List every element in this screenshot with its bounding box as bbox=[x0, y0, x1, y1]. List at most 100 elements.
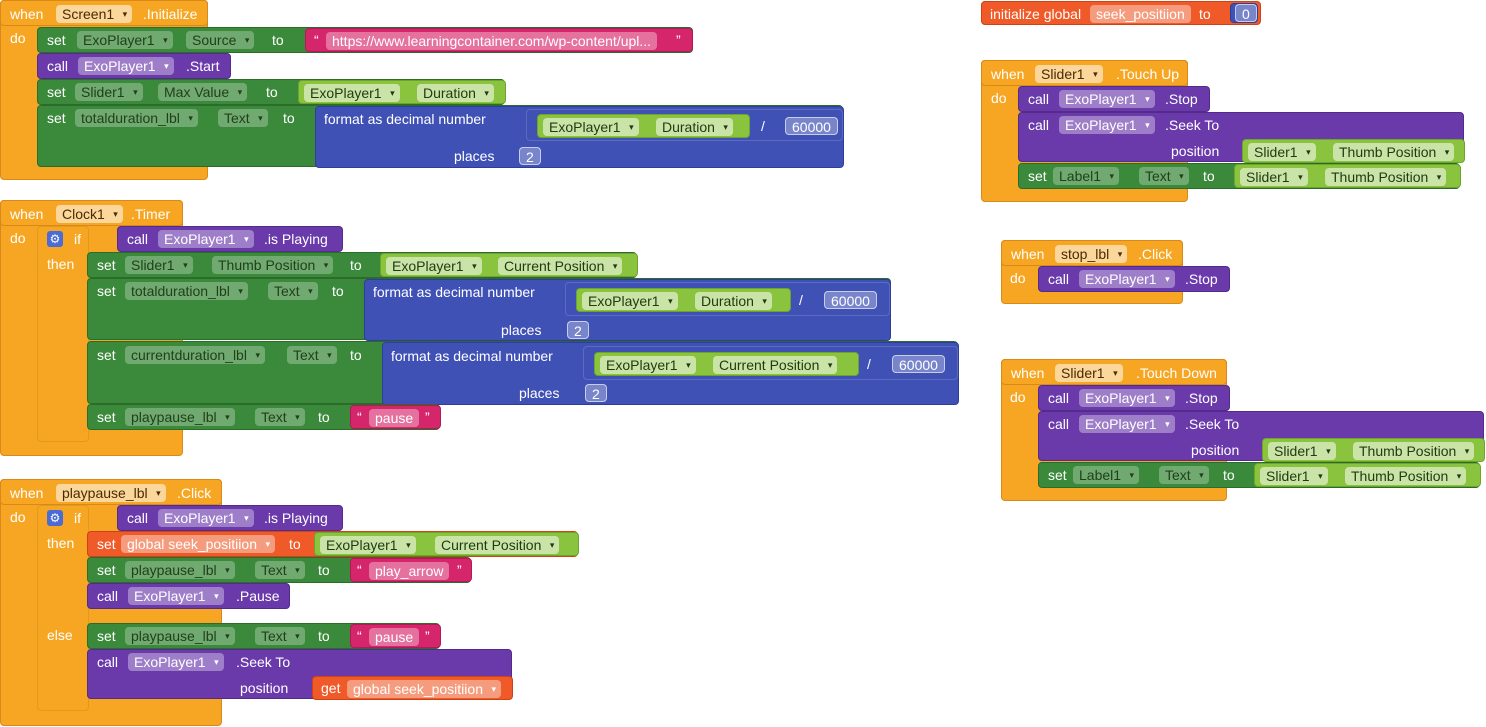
property-dropdown[interactable]: Thumb Position▾ bbox=[1333, 143, 1455, 161]
number-block[interactable]: 60000 bbox=[785, 117, 838, 135]
component-dropdown[interactable]: ExoPlayer1▾ bbox=[128, 587, 224, 605]
call-stop-block[interactable]: call ExoPlayer1▾ .Stop bbox=[1018, 86, 1210, 112]
component-dropdown[interactable]: ExoPlayer1▾ bbox=[386, 257, 482, 275]
component-dropdown[interactable]: Slider1▾ bbox=[1240, 168, 1308, 186]
string-value[interactable]: pause bbox=[369, 628, 420, 646]
set-source-block[interactable]: set ExoPlayer1▾ Source▾ to “ https://www… bbox=[37, 27, 693, 53]
text-string-block[interactable]: “ pause ” bbox=[350, 405, 441, 429]
text-string-block[interactable]: “ play_arrow ” bbox=[350, 558, 472, 582]
string-value[interactable]: play_arrow bbox=[369, 562, 450, 580]
format-decimal-block[interactable]: format as decimal number ExoPlayer1▾ Dur… bbox=[315, 106, 844, 168]
property-dropdown[interactable]: Thumb Position▾ bbox=[1345, 467, 1467, 485]
call-pause-block[interactable]: call ExoPlayer1▾ .Pause bbox=[87, 583, 290, 609]
component-dropdown[interactable]: Slider1▾ bbox=[1055, 364, 1123, 382]
component-dropdown[interactable]: Screen1▾ bbox=[56, 5, 133, 23]
component-dropdown[interactable]: ExoPlayer1▾ bbox=[1059, 116, 1155, 134]
component-dropdown[interactable]: Slider1▾ bbox=[1268, 442, 1336, 460]
property-dropdown[interactable]: Current Position▾ bbox=[435, 536, 560, 554]
format-decimal-block[interactable]: format as decimal number ExoPlayer1▾ Cur… bbox=[382, 342, 959, 405]
component-dropdown[interactable]: ExoPlayer1▾ bbox=[1079, 389, 1175, 407]
property-dropdown[interactable]: Current Position▾ bbox=[498, 257, 623, 275]
getter-block[interactable]: ExoPlayer1▾ Duration▾ bbox=[298, 80, 506, 104]
component-dropdown[interactable]: ExoPlayer1▾ bbox=[320, 536, 416, 554]
number-block[interactable]: 2 bbox=[519, 147, 541, 165]
if-block[interactable] bbox=[37, 226, 89, 442]
set-totalduration-text-block[interactable]: set totalduration_lbl▾ Text▾ to format a… bbox=[37, 105, 844, 168]
set-label-text-block[interactable]: set Label1▾ Text▾ to Slider1▾ Thumb Posi… bbox=[1018, 163, 1461, 189]
set-playpause-text-block[interactable]: set playpause_lbl▾ Text▾ to “ pause ” bbox=[87, 404, 441, 430]
property-dropdown[interactable]: Current Position▾ bbox=[713, 356, 838, 374]
event-header[interactable]: when Slider1▾ .Touch Down bbox=[1001, 359, 1227, 385]
property-dropdown[interactable]: Text▾ bbox=[255, 627, 305, 645]
component-dropdown[interactable]: ExoPlayer1▾ bbox=[1079, 415, 1175, 433]
string-value[interactable]: pause bbox=[369, 409, 420, 427]
getter-block[interactable]: ExoPlayer1▾ Current Position▾ bbox=[314, 532, 579, 556]
property-dropdown[interactable]: Duration▾ bbox=[695, 292, 772, 310]
property-dropdown[interactable]: Text▾ bbox=[1159, 466, 1209, 484]
event-header[interactable]: when Clock1▾ .Timer bbox=[0, 200, 183, 226]
call-start-block[interactable]: call ExoPlayer1▾ .Start bbox=[37, 53, 231, 79]
component-dropdown[interactable]: currentduration_lbl▾ bbox=[125, 346, 265, 364]
component-dropdown[interactable]: playpause_lbl▾ bbox=[56, 484, 166, 502]
call-stop-block[interactable]: call ExoPlayer1▾ .Stop bbox=[1038, 385, 1230, 411]
component-dropdown[interactable]: totalduration_lbl▾ bbox=[125, 282, 248, 300]
text-string-block[interactable]: “ https://www.learningcontainer.com/wp-c… bbox=[305, 28, 693, 52]
set-label-text-block[interactable]: set Label1▾ Text▾ to Slider1▾ Thumb Posi… bbox=[1038, 462, 1481, 488]
getter-block[interactable]: Slider1▾ Thumb Position▾ bbox=[1242, 139, 1465, 163]
call-seek-to-block[interactable]: call ExoPlayer1▾ .Seek To position Slide… bbox=[1038, 411, 1485, 462]
component-dropdown[interactable]: Slider1▾ bbox=[1260, 467, 1328, 485]
property-dropdown[interactable]: Text▾ bbox=[287, 346, 337, 364]
component-dropdown[interactable]: Slider1▾ bbox=[1248, 143, 1316, 161]
property-dropdown[interactable]: Thumb Position▾ bbox=[212, 256, 334, 274]
gear-icon[interactable]: ⚙ bbox=[47, 231, 63, 247]
component-dropdown[interactable]: totalduration_lbl▾ bbox=[75, 109, 198, 127]
property-dropdown[interactable]: Source▾ bbox=[186, 31, 255, 49]
number-block[interactable]: 60000 bbox=[892, 355, 945, 373]
component-dropdown[interactable]: ExoPlayer1▾ bbox=[543, 118, 639, 136]
variable-name-field[interactable]: seek_positiion bbox=[1090, 5, 1191, 23]
set-max-value-block[interactable]: set Slider1▾ Max Value▾ to ExoPlayer1▾ D… bbox=[37, 79, 506, 105]
property-dropdown[interactable]: Text▾ bbox=[1139, 167, 1189, 185]
divide-block[interactable]: ExoPlayer1▾ Current Position▾ / 60000 bbox=[583, 346, 958, 380]
component-dropdown[interactable]: Slider1▾ bbox=[75, 83, 143, 101]
property-dropdown[interactable]: Duration▾ bbox=[417, 84, 494, 102]
getter-block[interactable]: Slider1▾ Thumb Position▾ bbox=[1262, 438, 1485, 462]
component-dropdown[interactable]: Label1▾ bbox=[1073, 466, 1140, 484]
property-dropdown[interactable]: Max Value▾ bbox=[158, 83, 248, 101]
number-block[interactable]: 2 bbox=[585, 384, 607, 402]
set-playpause-text-block[interactable]: set playpause_lbl▾ Text▾ to “ play_arrow… bbox=[87, 557, 472, 583]
event-header[interactable]: when stop_lbl▾ .Click bbox=[1001, 240, 1183, 266]
call-seek-to-block[interactable]: call ExoPlayer1▾ .Seek To position get g… bbox=[87, 649, 513, 700]
call-stop-block[interactable]: call ExoPlayer1▾ .Stop bbox=[1038, 266, 1230, 292]
divide-block[interactable]: ExoPlayer1▾ Duration▾ / 60000 bbox=[526, 109, 843, 141]
text-string-block[interactable]: “ pause ” bbox=[350, 624, 441, 648]
component-dropdown[interactable]: ExoPlayer1▾ bbox=[158, 509, 254, 527]
property-dropdown[interactable]: Duration▾ bbox=[656, 118, 733, 136]
number-block[interactable]: 2 bbox=[567, 321, 589, 339]
number-block[interactable]: 0 bbox=[1230, 3, 1258, 23]
getter-block[interactable]: Slider1▾ Thumb Position▾ bbox=[1234, 164, 1461, 188]
format-decimal-block[interactable]: format as decimal number ExoPlayer1▾ Dur… bbox=[364, 279, 891, 341]
event-header[interactable]: when Screen1▾ .Initialize bbox=[0, 0, 208, 26]
call-is-playing-block[interactable]: call ExoPlayer1▾ .is Playing bbox=[117, 505, 343, 531]
event-header[interactable]: when playpause_lbl▾ .Click bbox=[0, 479, 222, 505]
component-dropdown[interactable]: ExoPlayer1▾ bbox=[600, 356, 696, 374]
getter-block[interactable]: ExoPlayer1▾ Current Position▾ bbox=[380, 253, 638, 277]
property-dropdown[interactable]: Text▾ bbox=[218, 109, 268, 127]
number-value[interactable]: 0 bbox=[1235, 4, 1257, 22]
event-header[interactable]: when Slider1▾ .Touch Up bbox=[981, 60, 1188, 86]
component-dropdown[interactable]: ExoPlayer1▾ bbox=[1079, 270, 1175, 288]
component-dropdown[interactable]: ExoPlayer1▾ bbox=[1059, 90, 1155, 108]
component-dropdown[interactable]: ExoPlayer1▾ bbox=[128, 653, 224, 671]
component-dropdown[interactable]: Slider1▾ bbox=[1035, 65, 1103, 83]
component-dropdown[interactable]: Clock1▾ bbox=[56, 205, 123, 223]
if-else-block[interactable] bbox=[37, 505, 89, 711]
property-dropdown[interactable]: Thumb Position▾ bbox=[1353, 442, 1475, 460]
getter-block[interactable]: ExoPlayer1▾ Duration▾ bbox=[576, 288, 791, 312]
component-dropdown[interactable]: ExoPlayer1▾ bbox=[582, 292, 678, 310]
divide-block[interactable]: ExoPlayer1▾ Duration▾ / 60000 bbox=[565, 282, 890, 316]
call-seek-to-block[interactable]: call ExoPlayer1▾ .Seek To position Slide… bbox=[1018, 112, 1465, 163]
getter-block[interactable]: ExoPlayer1▾ Current Position▾ bbox=[594, 352, 859, 376]
initialize-global-block[interactable]: initialize global seek_positiion to 0 bbox=[981, 1, 1261, 25]
component-dropdown[interactable]: ExoPlayer1▾ bbox=[78, 57, 174, 75]
